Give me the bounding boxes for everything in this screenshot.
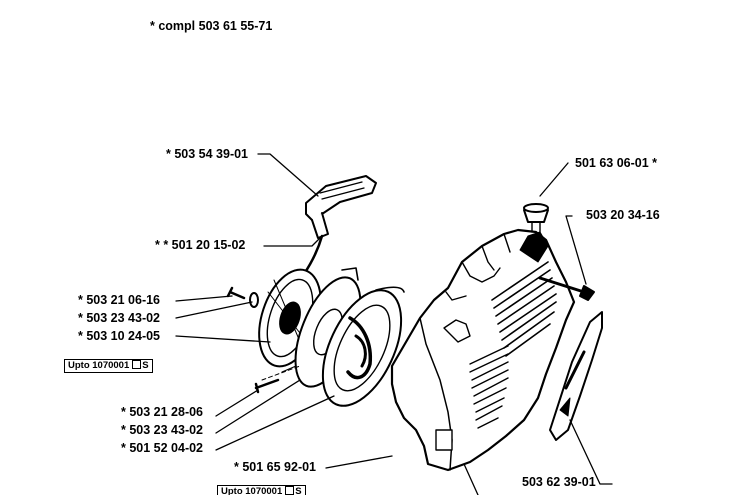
serial-badge-text: Upto 1070001 — [68, 360, 130, 371]
pulley-screw — [226, 286, 259, 308]
starter-housing — [390, 228, 576, 472]
callout-c10: 501 63 06-01 * — [575, 156, 658, 170]
cap-nut — [523, 203, 549, 233]
serial-badge-lower: Upto 1070001 S — [217, 485, 306, 495]
callout-c8: * 501 52 04-02 — [121, 441, 204, 455]
callout-c9: * 501 65 92-01 — [234, 460, 317, 474]
callout-c4: * 503 23 43-02 — [78, 311, 161, 325]
callout-c6: * 503 21 28-06 — [121, 405, 204, 419]
starter-handle — [305, 175, 377, 239]
callout-c12: 503 62 39-01 — [522, 475, 596, 489]
serial-badge-suffix: S — [142, 360, 149, 371]
serial-badge-suffix: S — [295, 486, 302, 495]
spring-cassette — [321, 286, 405, 407]
starter-rope — [302, 234, 324, 276]
square-icon — [285, 486, 295, 495]
cassette-screw — [254, 378, 280, 394]
assembly-header: * compl 503 61 55-71 — [150, 19, 273, 33]
callout-c1: * 503 54 39-01 — [166, 147, 249, 161]
serial-badge-text: Upto 1070001 — [221, 486, 283, 495]
callout-c7: * 503 23 43-02 — [121, 423, 204, 437]
decal-plate — [549, 311, 603, 441]
callout-c3: * 503 21 06-16 — [78, 293, 161, 307]
housing-bolt — [538, 276, 595, 301]
serial-badge: Upto 1070001 S — [64, 359, 153, 373]
callout-c11: 503 20 34-16 — [586, 208, 660, 222]
callout-c2: * * 501 20 15-02 — [155, 238, 246, 252]
callout-c5: * 503 10 24-05 — [78, 329, 161, 343]
square-icon — [132, 360, 142, 369]
